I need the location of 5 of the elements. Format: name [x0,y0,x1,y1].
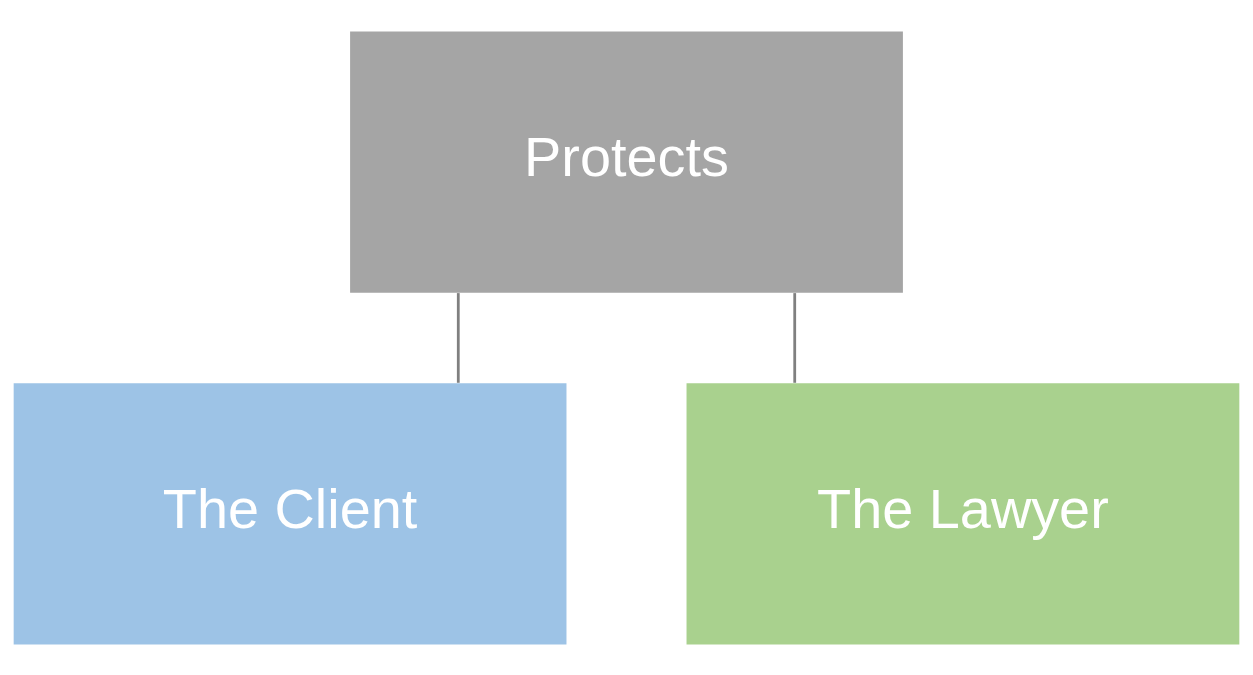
node-box: The Lawyer [686,382,1240,644]
node-box: Protects [350,31,903,293]
connector [793,292,797,383]
node-box: The Client [13,382,567,644]
connector [456,292,460,383]
